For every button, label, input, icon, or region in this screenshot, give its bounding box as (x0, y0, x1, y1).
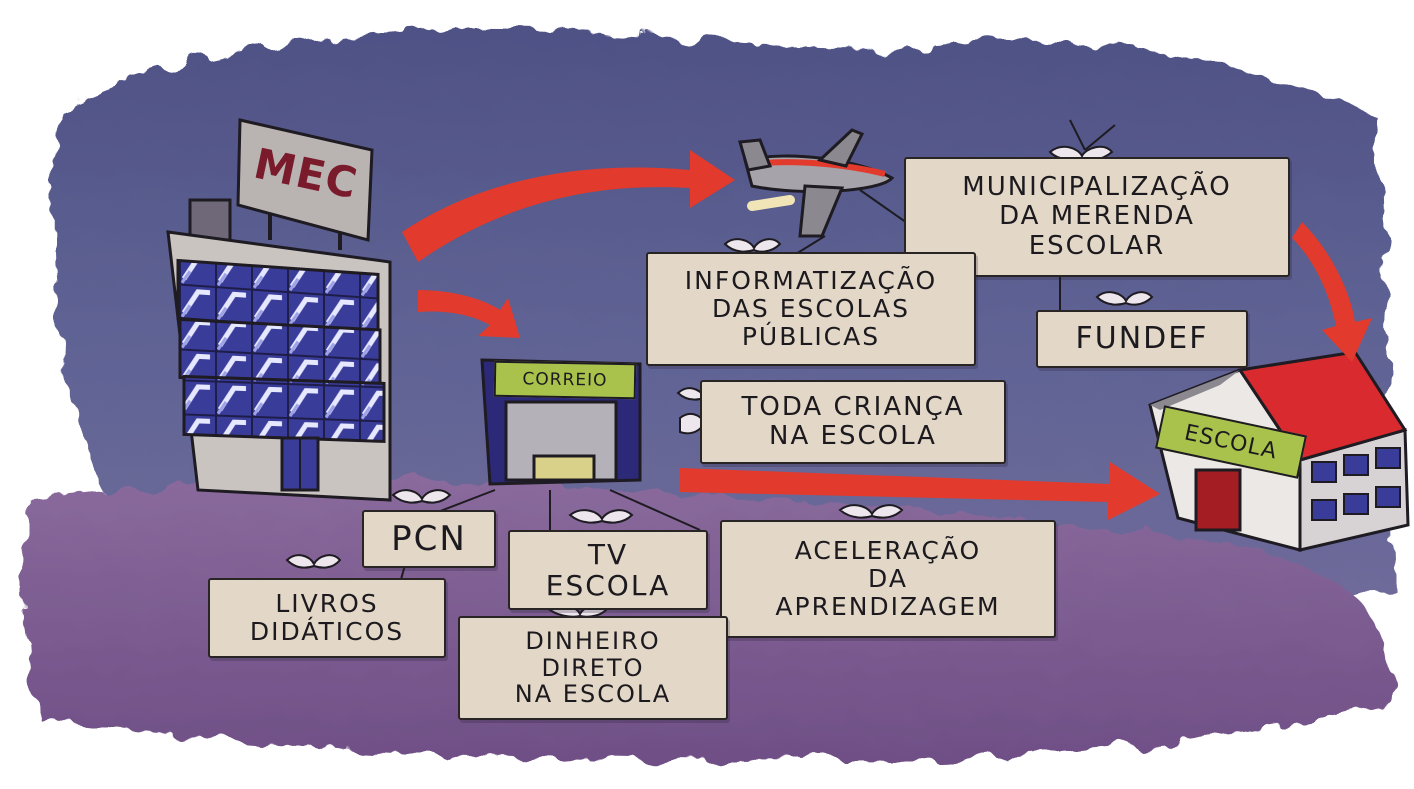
label-line: DAS ESCOLAS (711, 294, 910, 323)
mec-sign-text: MEC (249, 138, 363, 208)
label-line: DINHEIRO (525, 626, 661, 655)
label-line: DA (868, 564, 908, 593)
label-line: ACELERAÇÃO (794, 536, 982, 565)
label-fundef: FUNDEF (1036, 310, 1248, 368)
correio-sign: CORREIO (493, 360, 637, 400)
escola-sign-text: ESCOLA (1182, 419, 1280, 465)
label-line: TODA CRIANÇA (741, 391, 965, 422)
mec-building (166, 118, 392, 502)
label-line: LIVROS (275, 589, 379, 618)
label-line: APRENDIZAGEM (775, 592, 1001, 621)
label-line: DIRETO (541, 653, 645, 682)
label-line: ESCOLAR (1028, 230, 1166, 261)
label-line: DA MERENDA (999, 201, 1195, 232)
label-line: INFORMATIZAÇÃO (684, 266, 938, 295)
label-pcn: PCN (362, 510, 496, 568)
label-toda-crianca-na-escola: TODA CRIANÇA NA ESCOLA (700, 380, 1006, 464)
label-line: FUNDEF (1075, 321, 1209, 357)
label-informatizacao-das-escolas-publicas: INFORMATIZAÇÃO DAS ESCOLAS PÚBLICAS (646, 252, 976, 366)
label-line: DIDÁTICOS (249, 617, 405, 646)
label-tv-escola: TV ESCOLA (508, 530, 708, 610)
label-municipalizacao-da-merenda-escolar: MUNICIPALIZAÇÃO DA MERENDA ESCOLAR (904, 157, 1290, 277)
label-dinheiro-direto-na-escola: DINHEIRO DIRETO NA ESCOLA (458, 616, 728, 720)
label-line: MUNICIPALIZAÇÃO (962, 172, 1232, 203)
correio-sign-text: CORREIO (522, 369, 608, 391)
label-line: NA ESCOLA (769, 421, 937, 451)
label-livros-didaticos: LIVROS DIDÁTICOS (208, 578, 446, 658)
label-line: ESCOLA (545, 569, 671, 602)
label-aceleracao-da-aprendizagem: ACELERAÇÃO DA APRENDIZAGEM (720, 520, 1056, 638)
label-line: PCN (391, 518, 467, 559)
label-line: TV (587, 537, 629, 571)
label-line: NA ESCOLA (514, 680, 672, 709)
airplane (738, 128, 911, 271)
flow-arrows (402, 150, 1372, 520)
label-line: PÚBLICAS (741, 322, 881, 351)
